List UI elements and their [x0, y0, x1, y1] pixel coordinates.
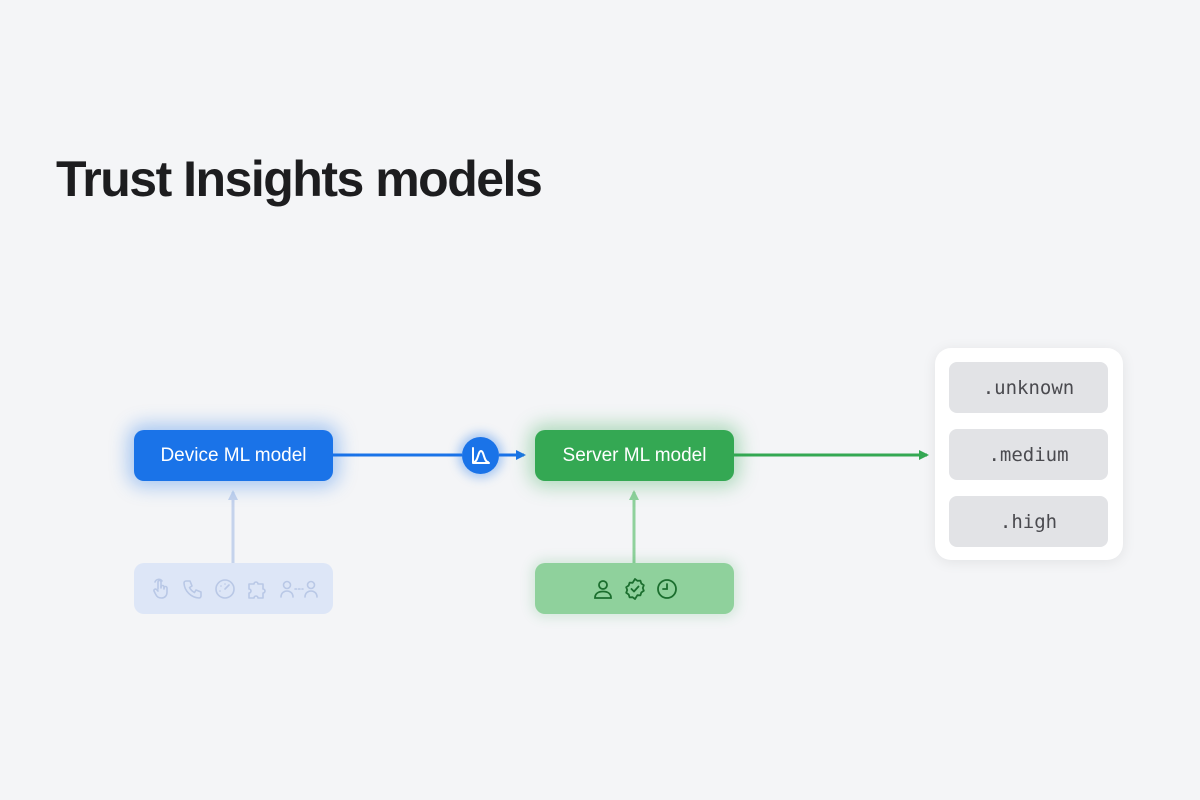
result-unknown: .unknown [949, 362, 1108, 413]
page-title: Trust Insights models [56, 151, 543, 207]
distribution-curve-icon [462, 437, 499, 474]
server-ml-model-label: Server ML model [562, 444, 707, 466]
device-ml-model-node: Device ML model [134, 430, 333, 481]
trust-level-results-panel: .unknown .medium .high [935, 348, 1123, 560]
device-signals-box [134, 563, 333, 614]
result-medium: .medium [949, 429, 1108, 480]
tap-hand-icon [149, 577, 173, 601]
phone-icon [181, 577, 205, 601]
clock-icon [656, 578, 678, 600]
puzzle-icon [245, 577, 271, 601]
device-ml-model-label: Device ML model [160, 444, 307, 466]
person-icon [592, 578, 614, 600]
speedometer-icon [213, 577, 237, 601]
people-connection-icon [279, 577, 319, 601]
result-high: .high [949, 496, 1108, 547]
server-signals-box [535, 563, 734, 614]
verified-badge-icon [623, 577, 647, 601]
server-ml-model-node: Server ML model [535, 430, 734, 481]
